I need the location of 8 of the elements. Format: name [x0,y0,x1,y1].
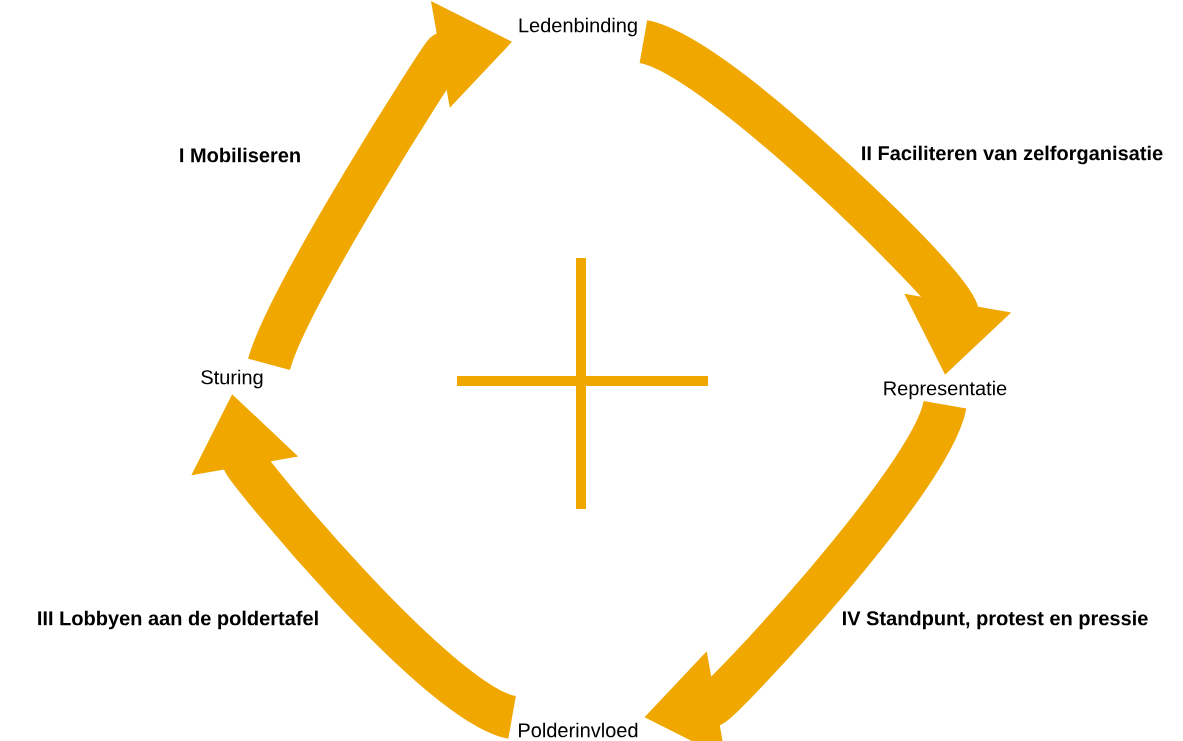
edge-label: III Lobbyen aan de poldertafel [38,610,318,630]
edge-label: IV Standpunt, protest en pressie [843,610,1148,630]
axis-label: Polderinvloed [519,722,638,738]
edge-label: II Faciliteren van zelforganisatie [862,145,1163,165]
edge-label: I Mobiliseren [180,147,300,163]
axis-label: Representatie [884,380,1007,400]
axis-label: Ledenbinding [519,17,637,37]
axis-label: Sturing [201,369,263,389]
